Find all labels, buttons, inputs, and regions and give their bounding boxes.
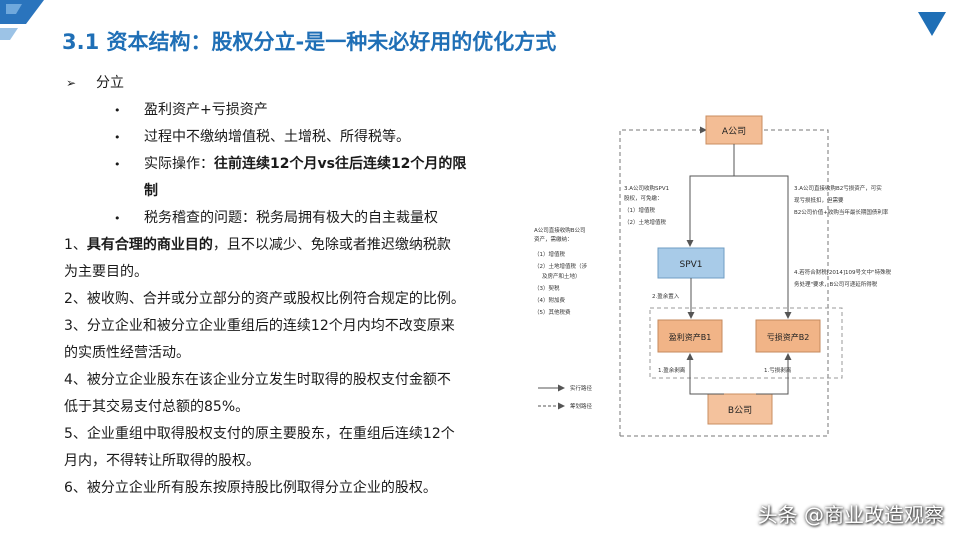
dashed-plan-path [620, 129, 829, 437]
bullet-item: • 税务稽查的问题：税务局拥有极大的自主裁量权 [64, 205, 514, 232]
restructuring-diagram: A公司 SPV1 盈利资产B1 亏损资产B2 B公司 A公司直接收购B公司 资产… [534, 115, 892, 437]
box-a-label: A公司 [722, 126, 746, 137]
solid-path [686, 144, 735, 247]
bullet-bold-text: 往前连续12个月vs往后连续12个月的限 [214, 156, 467, 172]
dashed-plan-path [619, 126, 707, 436]
corner-decoration-left [0, 0, 44, 40]
bullet-continuation: 制 [144, 183, 158, 199]
note-policy-line: 务处理"要求，B公司可递延所得税 [794, 280, 878, 288]
arrow-bullet-icon: ➢ [66, 76, 77, 90]
condition-4: 4、被分立企业股东在该企业分立发生时取得的股权支付金额不 [64, 372, 451, 388]
legend-solid-label: 实行路径 [570, 384, 593, 392]
page-title: 3.1 资本结构：股权分立-是一种未必好用的优化方式 [62, 30, 557, 54]
box-b2-label: 亏损资产B2 [767, 332, 810, 342]
solid-path [686, 353, 724, 395]
note-left-line: （3）契税 [534, 284, 560, 292]
note-policy-line: 4.若符合财税[2014]109号文中"特殊税 [794, 268, 892, 276]
bullet-prefix: 实际操作： [144, 156, 214, 172]
corner-decoration-right [918, 12, 946, 36]
condition-1: 1、具有合理的商业目的，且不以减少、免除或者推迟缴纳税款 [64, 232, 514, 259]
section-label: 分立 [96, 75, 124, 91]
note-left-line: A公司直接收购B公司 [534, 226, 586, 234]
section-heading: ➢ 分立 [64, 70, 514, 97]
note-right-line: 3.A公司直接收购B2亏损资产，可实 [794, 184, 882, 192]
bullet-text: 盈利资产+亏损资产 [144, 102, 268, 118]
note-left-line: 资产，需缴纳： [534, 235, 573, 243]
bullet-icon: • [114, 158, 121, 171]
note-spv-line: 3.A公司收购SPV1 [624, 184, 669, 192]
bullet-icon: • [114, 104, 121, 117]
condition-number: 1、 [64, 237, 87, 253]
condition-text: ，且不以减少、免除或者推迟缴纳税款 [212, 237, 451, 253]
asset-group-outline [649, 307, 843, 379]
note-spv-line: （1）增值税 [624, 206, 655, 214]
box-b-label: B公司 [728, 405, 752, 416]
condition-4-line2: 低于其交易支付总额的85%。 [64, 399, 250, 415]
box-b-company [707, 393, 773, 425]
condition-3: 3、分立企业和被分立企业重组后的连续12个月内均不改变原来 [64, 318, 455, 334]
bullet-item: • 盈利资产+亏损资产 [64, 97, 514, 124]
note-left-line: （5）其他税费 [534, 308, 571, 316]
bullet-item: • 实际操作：往前连续12个月vs往后连续12个月的限 [64, 151, 514, 178]
box-a-company [705, 115, 763, 145]
condition-5: 5、企业重组中取得股权支付的原主要股东，在重组后连续12个 [64, 426, 455, 442]
bullet-icon: • [114, 212, 121, 225]
note-spv-line: 股权，可免缴： [624, 194, 663, 202]
bullet-text: 过程中不缴纳增值税、土增税、所得税等。 [144, 129, 410, 145]
condition-2: 2、被收购、合并或分立部分的资产或股权比例符合规定的比例。 [64, 291, 465, 307]
bullet-icon: • [114, 131, 121, 144]
condition-bold-text: 具有合理的商业目的 [86, 237, 213, 253]
solid-path [756, 353, 792, 395]
box-b2 [755, 319, 821, 353]
solid-path [734, 175, 792, 319]
note-left-line: （4）附加费 [534, 296, 565, 304]
condition-5-line2: 月内，不得转让所取得的股权。 [64, 453, 260, 469]
box-b1 [657, 319, 723, 353]
bullet-item: • 过程中不缴纳增值税、土增税、所得税等。 [64, 124, 514, 151]
step-label: 2.盈余置入 [652, 292, 680, 300]
watermark: 头条 @商业改造观察 [757, 503, 944, 527]
condition-1-line2: 为主要目的。 [64, 264, 148, 280]
box-b1-label: 盈利资产B1 [669, 332, 712, 342]
note-left-line: （1）增值税 [534, 250, 565, 258]
note-spv-line: （2）土地增值税 [624, 218, 666, 226]
box-spv1-label: SPV1 [679, 260, 702, 270]
main-content: ➢ 分立 • 盈利资产+亏损资产 • 过程中不缴纳增值税、土增税、所得税等。 • 实际操… [64, 70, 514, 502]
note-left-line: 及房产和土地） [542, 272, 581, 280]
legend-dashed-label: 筹划路径 [570, 402, 593, 410]
note-right-line: 现亏损抵扣，但需要 [794, 196, 844, 204]
note-right-line: B2公司价值+收购当年最长期国债利率 [794, 208, 889, 216]
step-label: 1.亏损剥离 [764, 366, 792, 374]
condition-3-line2: 的实质性经营活动。 [64, 345, 190, 361]
note-left-line: （2）土地增值税（涉 [534, 262, 587, 270]
condition-6: 6、被分立企业所有股东按原持股比例取得分立企业的股权。 [64, 480, 437, 496]
bullet-text: 税务稽查的问题：税务局拥有极大的自主裁量权 [144, 210, 438, 226]
step-label: 1.盈余剥离 [658, 366, 686, 374]
